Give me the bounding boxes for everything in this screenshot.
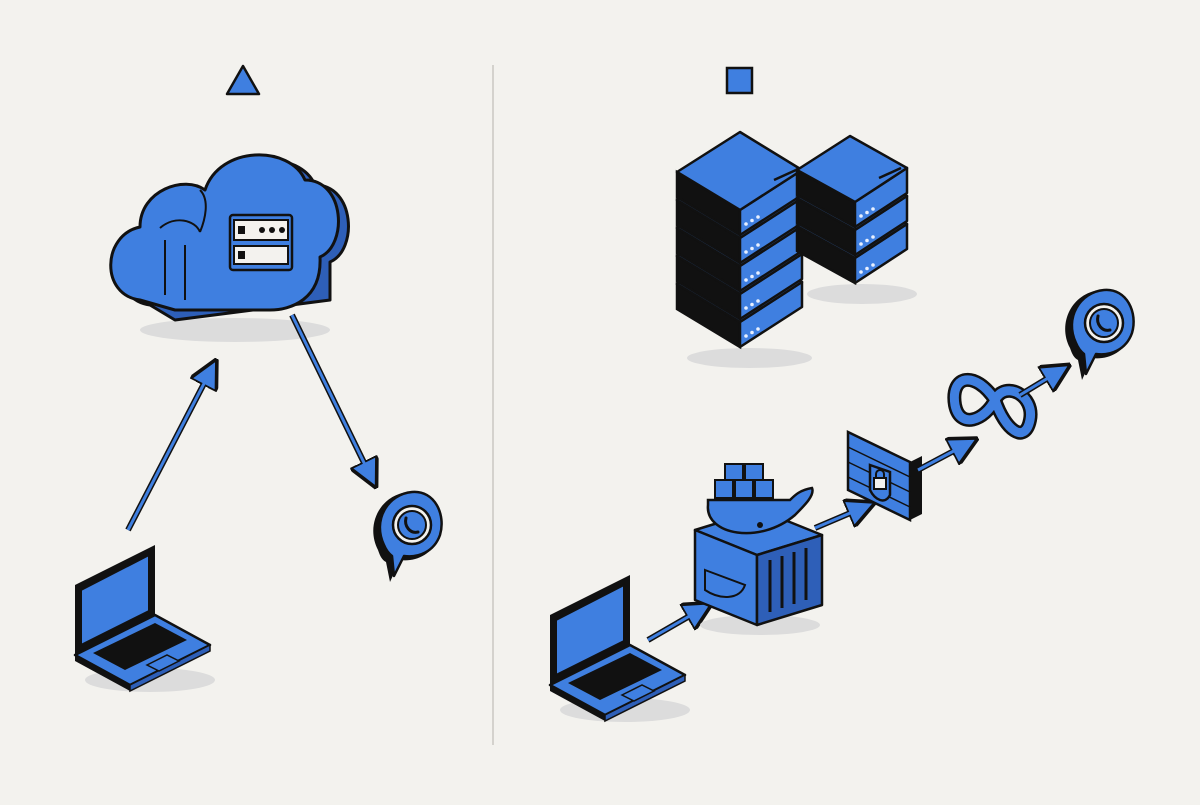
- status-light-icon: [756, 271, 760, 275]
- docker-container-icon: [693, 463, 824, 635]
- server-unit: [675, 130, 804, 238]
- cloud-server-icon: [109, 153, 350, 342]
- status-light-icon: [744, 306, 748, 310]
- status-light-icon: [744, 334, 748, 338]
- status-light-icon: [750, 302, 754, 307]
- firewall-lock-icon: [846, 430, 922, 522]
- laptop-icon: [548, 575, 690, 723]
- laptop-screen: [80, 553, 150, 647]
- status-light-icon: [744, 278, 748, 282]
- infinity-loop-icon: [947, 373, 1038, 440]
- status-light-icon: [871, 207, 875, 211]
- chat-bubble-phone-icon: [1065, 288, 1135, 380]
- laptop-icon: [73, 545, 215, 693]
- laptop-trackpad: [620, 684, 656, 702]
- status-light-icon: [859, 242, 863, 246]
- laptop-keyboard: [568, 653, 662, 700]
- status-light-icon: [756, 327, 760, 331]
- status-light-icon: [756, 215, 760, 219]
- status-light-icon: [865, 238, 869, 243]
- docker-whale-icon: [706, 463, 814, 535]
- status-light-icon: [859, 270, 863, 274]
- status-light-icon: [756, 299, 760, 303]
- status-light-icon: [756, 243, 760, 247]
- laptop-trackpad: [145, 654, 181, 672]
- status-light-icon: [750, 246, 754, 251]
- status-light-icon: [750, 330, 754, 335]
- status-light-icon: [750, 274, 754, 279]
- triangle-icon: [225, 64, 261, 96]
- server-rack-icon: [675, 130, 812, 368]
- laptop-screen: [555, 583, 625, 677]
- status-light-icon: [859, 214, 863, 218]
- chat-bubble-phone-icon: [373, 490, 443, 582]
- square-icon: [725, 66, 754, 95]
- laptop-keyboard: [93, 623, 187, 670]
- status-light-icon: [865, 266, 869, 271]
- status-light-icon: [744, 250, 748, 254]
- server-unit: [795, 134, 909, 230]
- status-light-icon: [871, 235, 875, 239]
- status-light-icon: [871, 263, 875, 267]
- phone-icon: [1096, 314, 1112, 332]
- server-rack-icon: [795, 134, 917, 304]
- status-light-icon: [744, 222, 748, 226]
- status-light-icon: [750, 218, 754, 223]
- status-light-icon: [865, 210, 869, 215]
- phone-icon: [404, 516, 420, 534]
